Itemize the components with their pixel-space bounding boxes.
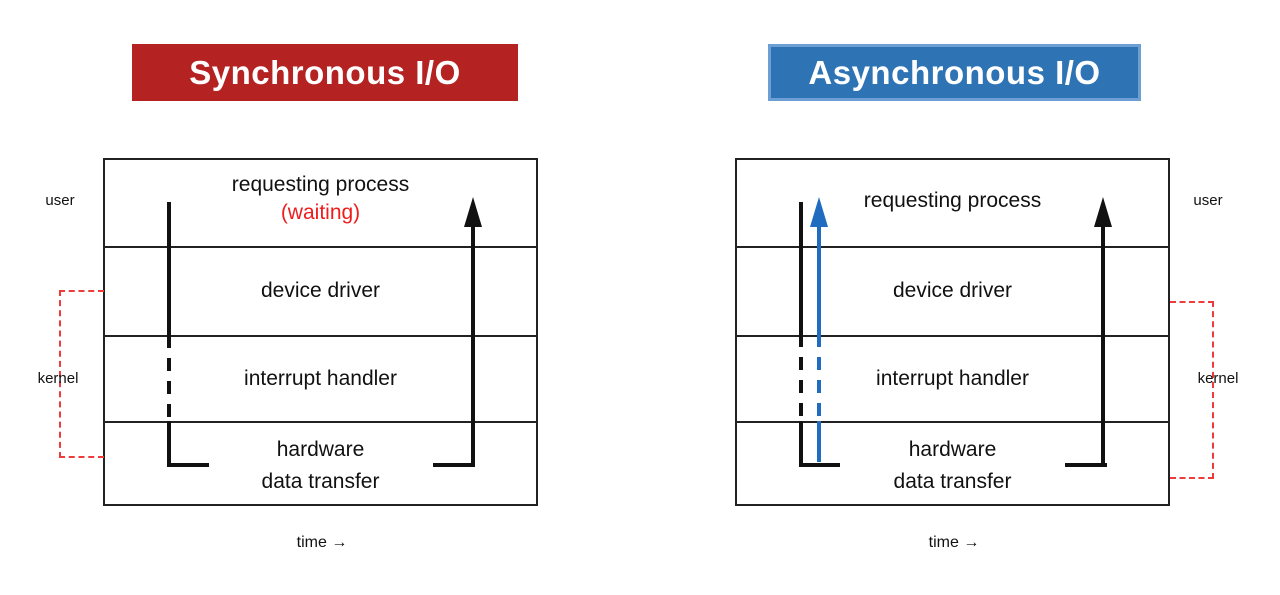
hardware-label: hardware — [908, 438, 997, 461]
async-request-line-dashed — [799, 334, 803, 421]
sync-request-line-dashed — [167, 335, 171, 421]
sync-request-corner — [167, 463, 209, 467]
async-return-line — [1101, 224, 1105, 467]
sync-row-requesting-process: requesting process (waiting) — [103, 171, 538, 227]
async-row-device-driver: device driver — [735, 277, 1170, 305]
data-transfer-label: data transfer — [893, 470, 1012, 493]
sync-title: Synchronous I/O — [189, 54, 461, 91]
sync-user-label: user — [45, 192, 75, 209]
async-kernel-bracket-bottom — [1170, 477, 1214, 479]
sync-row-device-driver: device driver — [103, 277, 538, 305]
data-transfer-label: data transfer — [261, 470, 380, 493]
sync-return-line — [471, 224, 475, 467]
async-row-interrupt-handler: interrupt handler — [735, 365, 1170, 393]
async-kernel-bracket — [1212, 301, 1214, 479]
async-kernel-label: kernel — [1197, 370, 1239, 387]
interrupt-handler-label: interrupt handler — [244, 367, 397, 390]
device-driver-label: device driver — [260, 279, 381, 302]
sync-kernel-bracket-top — [59, 290, 104, 292]
async-user-label: user — [1193, 192, 1223, 209]
async-request-corner — [799, 463, 840, 467]
sync-request-line-bottom — [167, 421, 171, 467]
row-divider — [737, 421, 1168, 423]
waiting-note: (waiting) — [280, 201, 361, 224]
sync-return-corner — [433, 463, 475, 467]
row-divider — [737, 335, 1168, 337]
sync-kernel-bracket — [59, 290, 61, 458]
async-early-return-arrowhead-icon — [810, 197, 828, 227]
async-return-arrowhead-icon — [1094, 197, 1112, 227]
sync-kernel-bracket-bottom — [59, 456, 104, 458]
interrupt-handler-label: interrupt handler — [876, 367, 1029, 390]
hardware-label: hardware — [276, 438, 365, 461]
row-divider — [105, 246, 536, 248]
async-return-corner — [1065, 463, 1107, 467]
async-request-line-solid — [799, 202, 803, 334]
sync-kernel-label: kernel — [37, 370, 79, 387]
sync-time-label: time → — [296, 534, 348, 551]
async-early-return-line-solid — [817, 224, 821, 334]
async-early-return-line-bottom — [817, 421, 821, 462]
async-title-banner: Asynchronous I/O — [768, 44, 1141, 101]
async-title: Asynchronous I/O — [808, 54, 1101, 91]
async-row-requesting-process: requesting process — [735, 187, 1170, 215]
requesting-process-label: requesting process — [863, 189, 1042, 212]
sync-title-banner: Synchronous I/O — [132, 44, 518, 101]
requesting-process-label: requesting process — [231, 173, 410, 196]
row-divider — [737, 246, 1168, 248]
sync-request-line-solid — [167, 202, 171, 335]
async-row-hardware: hardware data transfer — [735, 434, 1170, 498]
sync-row-hardware: hardware data transfer — [103, 434, 538, 498]
async-kernel-bracket-top — [1170, 301, 1214, 303]
sync-row-interrupt-handler: interrupt handler — [103, 365, 538, 393]
row-divider — [105, 335, 536, 337]
sync-return-arrowhead-icon — [464, 197, 482, 227]
async-time-label: time → — [928, 534, 980, 551]
device-driver-label: device driver — [892, 279, 1013, 302]
async-request-line-bottom — [799, 421, 803, 467]
row-divider — [105, 421, 536, 423]
async-early-return-line-dashed — [817, 334, 821, 421]
